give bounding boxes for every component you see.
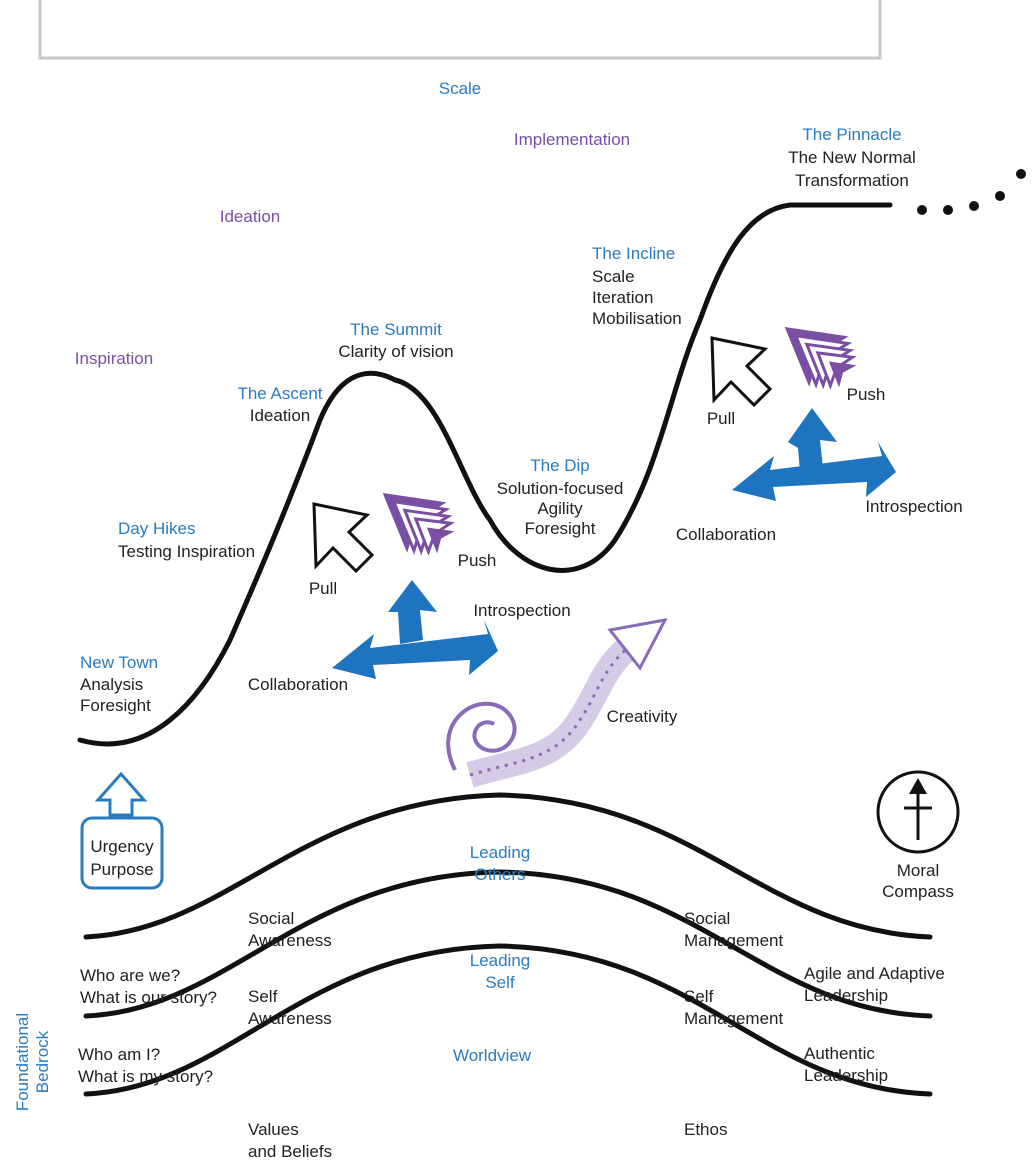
phase-ideation: Ideation — [220, 207, 281, 226]
phase-inspiration: Inspiration — [75, 349, 153, 368]
layer-curve-middle — [83, 869, 933, 1019]
urgency-purpose-box — [80, 816, 164, 890]
up-arrow-icon — [94, 771, 148, 817]
layer-label: Leadership — [804, 1066, 888, 1085]
layer-curve-top — [83, 792, 933, 940]
phase-implementation: Implementation — [514, 130, 630, 149]
stage-title: The Summit — [350, 320, 442, 339]
layer-title: Worldview — [453, 1046, 532, 1065]
layer-label: Self — [684, 987, 714, 1006]
stage-title: The Pinnacle — [802, 125, 901, 144]
stage-line: Agility — [537, 499, 583, 518]
outline-arrow-icon — [710, 336, 773, 408]
stage-title: The Incline — [592, 244, 675, 263]
layer-title: Leading — [470, 951, 531, 970]
introspection-label: Introspection — [473, 601, 570, 620]
collaboration-label: Collaboration — [248, 675, 348, 694]
push-label: Push — [847, 385, 886, 404]
layer-label: Leadership — [804, 986, 888, 1005]
continuation-dots — [917, 169, 1026, 215]
layer-label: Management — [684, 931, 784, 950]
layer-label: Ethos — [684, 1120, 727, 1139]
layer-label: Management — [684, 1009, 784, 1028]
layer-label: Agile and Adaptive — [804, 964, 945, 983]
stage-line: Foresight — [80, 696, 151, 715]
stage-line: Scale — [592, 267, 635, 286]
svg-text:Bedrock: Bedrock — [33, 1030, 52, 1093]
layer-title: Others — [474, 865, 525, 884]
layer-label: What is my story? — [78, 1067, 213, 1086]
collaboration-label: Collaboration — [676, 525, 776, 544]
pull-label: Pull — [707, 409, 735, 428]
layer-label: Authentic — [804, 1044, 875, 1063]
stage-line: Transformation — [795, 171, 909, 190]
layer-label: Values — [248, 1120, 299, 1139]
layer-label: Awareness — [248, 931, 332, 950]
layer-label: Awareness — [248, 1009, 332, 1028]
layer-label: Self — [248, 987, 278, 1006]
layer-label: What is our story? — [80, 988, 217, 1007]
stage-line: The New Normal — [788, 148, 916, 167]
stage-pinnacle: The Pinnacle The New Normal Transformati… — [788, 125, 916, 190]
spiral-arrow-icon — [446, 617, 668, 788]
stage-line: Clarity of vision — [338, 342, 453, 361]
outline-arrow-icon — [312, 502, 375, 574]
compass-icon — [876, 770, 960, 854]
layer-title: Leading — [470, 843, 531, 862]
stage-line: Iteration — [592, 288, 653, 307]
layer-label: Social — [248, 909, 294, 928]
layer-title: Self — [485, 973, 515, 992]
top-frame — [38, 0, 882, 60]
urgency-label: Urgency — [90, 837, 154, 856]
stage-line: Mobilisation — [592, 309, 682, 328]
stage-title: New Town — [80, 653, 158, 672]
stage-title: The Dip — [530, 456, 590, 475]
creativity-label: Creativity — [607, 707, 678, 726]
chevron-arrow-icon — [382, 493, 455, 556]
layer-label: Social — [684, 909, 730, 928]
stage-summit: The Summit Clarity of vision — [338, 320, 453, 361]
stage-line: Analysis — [80, 675, 143, 694]
svg-text:Foundational: Foundational — [13, 1013, 32, 1111]
compass-label: Compass — [882, 882, 954, 901]
stage-line: Testing Inspiration — [118, 542, 255, 561]
chevron-arrow-icon — [784, 327, 857, 390]
layer-label: Who are we? — [80, 966, 180, 985]
stage-dayhikes: Day Hikes Testing Inspiration — [118, 519, 255, 561]
bedrock-label: Foundational Bedrock — [13, 1013, 52, 1111]
stage-ascent: The Ascent Ideation — [237, 384, 322, 425]
stage-title: Day Hikes — [118, 519, 195, 538]
stage-line: Foresight — [525, 519, 596, 538]
journey-curve — [77, 202, 893, 747]
stage-dip: The Dip Solution-focused Agility Foresig… — [497, 456, 624, 538]
pull-label: Pull — [309, 579, 337, 598]
stage-newtown: New Town Analysis Foresight — [80, 653, 158, 715]
push-label: Push — [458, 551, 497, 570]
stage-line: Solution-focused — [497, 479, 624, 498]
double-headed-arrow-icon — [732, 408, 896, 501]
stage-incline: The Incline Scale Iteration Mobilisation — [592, 244, 682, 328]
double-headed-arrow-icon — [332, 580, 498, 679]
layer-label: Who am I? — [78, 1045, 160, 1064]
moral-label: Moral — [897, 861, 940, 880]
phase-scale: Scale — [439, 79, 482, 98]
stage-title: The Ascent — [237, 384, 322, 403]
introspection-label: Introspection — [865, 497, 962, 516]
layer-curve-bottom — [83, 943, 933, 1097]
purpose-label: Purpose — [90, 860, 153, 879]
layer-label: and Beliefs — [248, 1142, 332, 1161]
stage-line: Ideation — [250, 406, 311, 425]
